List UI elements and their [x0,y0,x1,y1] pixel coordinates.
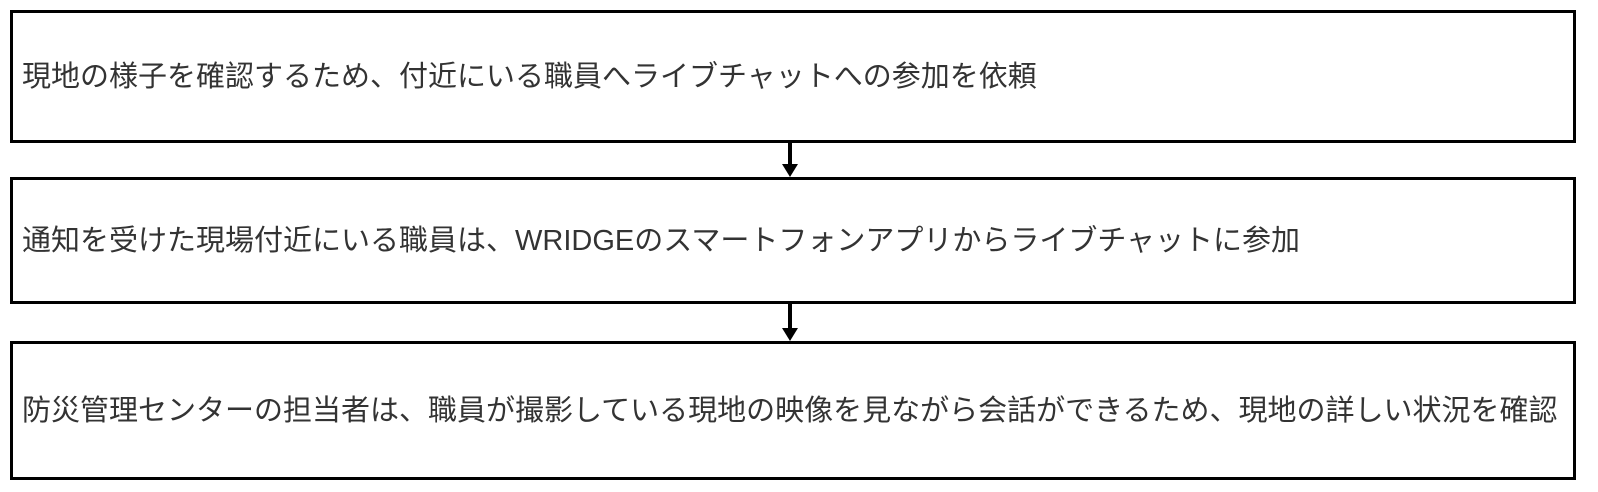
arrow-stem [788,143,792,164]
flow-node-3: 防災管理センターの担当者は、職員が撮影している現地の映像を見ながら会話ができるた… [10,341,1576,480]
arrow-down-icon-node2-to-node3 [782,304,798,341]
arrow-stem [788,304,792,328]
flow-node-3-label: 防災管理センターの担当者は、職員が撮影している現地の映像を見ながら会話ができるた… [22,394,1558,427]
flow-node-1: 現地の様子を確認するため、付近にいる職員へライブチャットへの参加を依頼 [10,10,1576,143]
flow-node-1-label: 現地の様子を確認するため、付近にいる職員へライブチャットへの参加を依頼 [22,60,1037,93]
flow-node-2: 通知を受けた現場付近にいる職員は、WRIDGEのスマートフォンアプリからライブチ… [10,177,1576,304]
arrow-head [782,164,798,177]
arrow-down-icon-node1-to-node2 [782,143,798,177]
arrow-head [782,328,798,341]
flow-node-2-label: 通知を受けた現場付近にいる職員は、WRIDGEのスマートフォンアプリからライブチ… [22,224,1301,257]
